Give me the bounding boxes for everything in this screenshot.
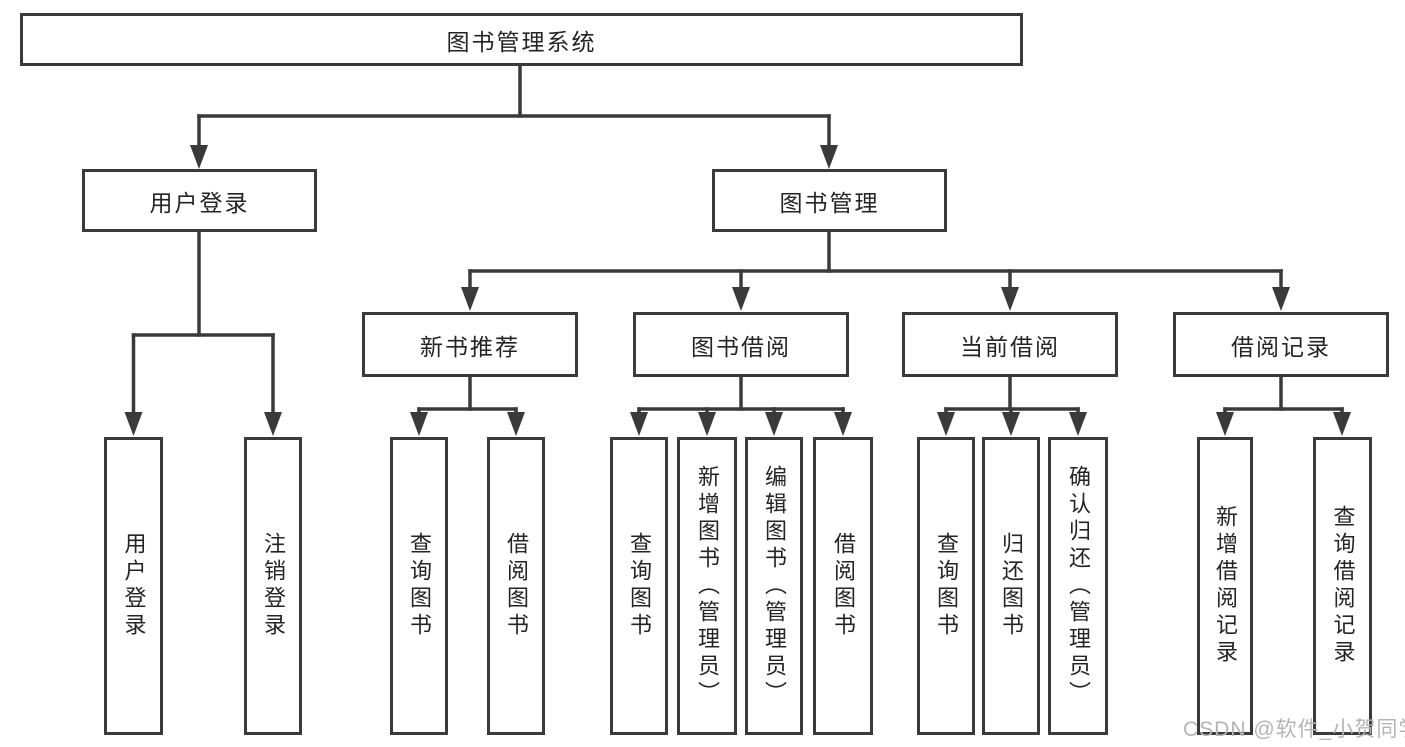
leaf-label: 编辑图书（管理员） — [762, 464, 787, 708]
leaf-label: 查询图书 — [627, 532, 652, 640]
node-book-borrowing: 图书借阅 — [633, 312, 849, 377]
leaf-label: 用户登录 — [121, 532, 147, 640]
node-current-borrowing: 当前借阅 — [902, 312, 1118, 377]
leaf-label: 新增借阅记录 — [1213, 505, 1238, 667]
leaf-logout: 注销登录 — [244, 437, 302, 735]
node-user-login: 用户登录 — [82, 169, 317, 232]
leaf-label: 查询图书 — [407, 532, 432, 640]
node-label: 用户登录 — [149, 189, 250, 216]
node-borrowing-records: 借阅记录 — [1173, 312, 1389, 377]
leaf-edit-books-admin: 编辑图书（管理员） — [745, 437, 803, 735]
node-label: 图书管理系统 — [446, 28, 597, 55]
leaf-borrow-books-recommend: 借阅图书 — [487, 437, 545, 735]
leaf-label: 查询借阅记录 — [1330, 505, 1356, 667]
node-label: 当前借阅 — [960, 333, 1060, 360]
leaf-confirm-return-admin: 确认归还（管理员） — [1048, 437, 1108, 735]
leaf-label: 借阅图书 — [504, 532, 529, 640]
leaf-label: 注销登录 — [261, 532, 286, 640]
node-new-book-recommendation: 新书推荐 — [362, 312, 578, 377]
leaf-borrow-books: 借阅图书 — [813, 437, 873, 735]
node-label: 新书推荐 — [420, 333, 520, 360]
node-library-management-system: 图书管理系统 — [20, 13, 1023, 66]
node-label: 图书借阅 — [691, 333, 791, 360]
node-book-management: 图书管理 — [712, 169, 947, 232]
leaf-add-borrow-record: 新增借阅记录 — [1197, 437, 1253, 735]
leaf-user-login: 用户登录 — [104, 437, 163, 735]
leaf-return-books: 归还图书 — [982, 437, 1040, 735]
leaf-add-books-admin: 新增图书（管理员） — [677, 437, 737, 735]
leaf-label: 归还图书 — [999, 532, 1024, 640]
leaf-label: 确认归还（管理员） — [1066, 464, 1091, 708]
leaf-query-borrow-record: 查询借阅记录 — [1313, 437, 1372, 735]
leaf-query-books-current: 查询图书 — [917, 437, 975, 735]
leaf-query-books-borrow: 查询图书 — [610, 437, 668, 735]
leaf-label: 新增图书（管理员） — [695, 464, 720, 708]
leaf-label: 查询图书 — [934, 532, 959, 640]
arrowhead-group — [124, 145, 1351, 436]
leaf-query-books-recommend: 查询图书 — [390, 437, 448, 735]
leaf-label: 借阅图书 — [831, 532, 856, 640]
csdn-watermark: CSDN @软件_小贺同学 — [1183, 718, 1405, 741]
node-label: 图书管理 — [779, 189, 880, 216]
node-label: 借阅记录 — [1231, 333, 1331, 360]
